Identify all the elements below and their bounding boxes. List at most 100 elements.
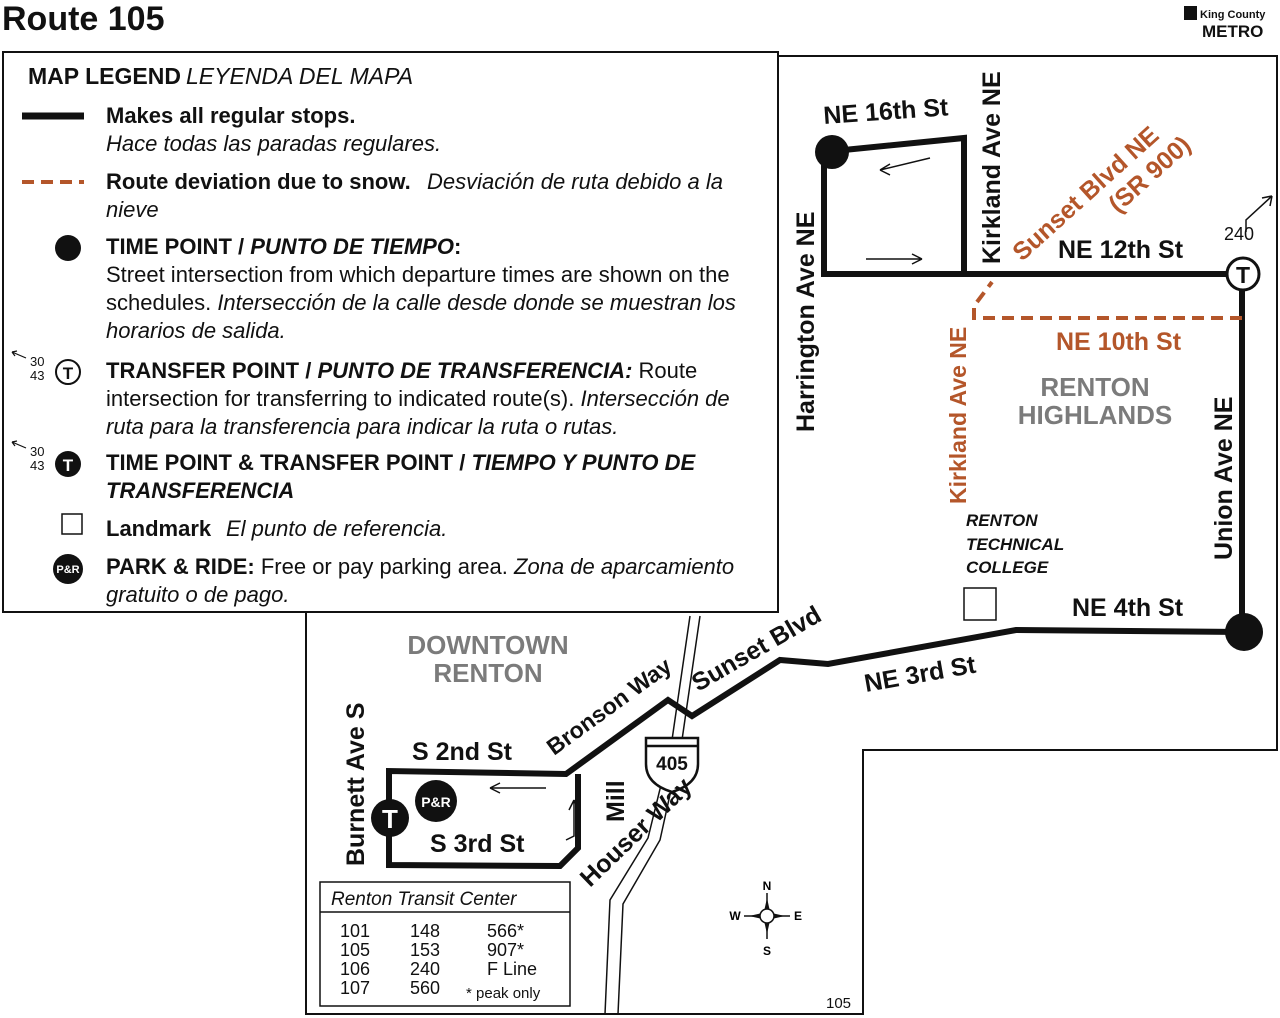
street-ne16: NE 16th St bbox=[822, 93, 949, 130]
i405-west-line bbox=[604, 615, 691, 1015]
street-burnett: Burnett Ave S bbox=[342, 703, 370, 866]
map-border bbox=[305, 55, 1278, 1015]
landmark-renton-technical-college bbox=[963, 587, 997, 621]
street-kirkland-north: Kirkland Ave NE bbox=[978, 71, 1006, 264]
route-240-label: 240 bbox=[1224, 224, 1254, 244]
area-downtown-1: DOWNTOWN bbox=[407, 630, 568, 660]
arrow-east-ne12 bbox=[866, 253, 923, 265]
arrow-west-s2 bbox=[489, 782, 546, 794]
legend-deviation: Route deviation due to snow. bbox=[106, 169, 411, 194]
map-legend: MAP LEGEND LEYENDA DEL MAPA Makes all re… bbox=[2, 51, 779, 613]
compass-s: S bbox=[763, 944, 771, 958]
agency-top-label: King County bbox=[1200, 9, 1266, 21]
legend-landmark-es: El punto de referencia. bbox=[226, 516, 447, 541]
svg-text:43: 43 bbox=[30, 368, 44, 383]
legend-time-transfer-es-2: TRANSFERENCIA bbox=[106, 478, 294, 503]
street-union: Union Ave NE bbox=[1210, 397, 1238, 560]
legend-park-ride: PARK & RIDE: Free or pay parking area. Z… bbox=[106, 554, 734, 579]
legend-transfer-desc-2: intersection for transferring to indicat… bbox=[106, 386, 730, 411]
park-ride-burnett: P&R bbox=[415, 780, 457, 822]
legend-title: MAP LEGEND bbox=[28, 63, 181, 89]
route-cell: F Line bbox=[487, 959, 537, 979]
legend-transfer-desc-3: ruta para la transferencia para indicar … bbox=[106, 414, 618, 439]
svg-text:RENTON: RENTON bbox=[966, 511, 1038, 530]
route-cell: 240 bbox=[410, 959, 440, 979]
street-sunset-blvd: Sunset Blvd bbox=[687, 601, 826, 697]
compass-icon: N S W E bbox=[729, 879, 802, 958]
compass-e: E bbox=[794, 909, 802, 923]
area-downtown-2: RENTON bbox=[433, 658, 542, 688]
i405-east-line bbox=[617, 615, 701, 1015]
route-cell: 105 bbox=[340, 940, 370, 960]
route-cell: * peak only bbox=[466, 985, 541, 1002]
agency-bottom-label: METRO bbox=[1202, 22, 1263, 41]
i405-number: 405 bbox=[656, 754, 688, 775]
svg-text:P&R: P&R bbox=[56, 564, 79, 576]
area-renton-highlands-2: HIGHLANDS bbox=[1018, 400, 1173, 430]
route-cell: 153 bbox=[410, 940, 440, 960]
street-ne4: NE 4th St bbox=[1072, 594, 1184, 622]
i405-shield: 405 bbox=[644, 736, 700, 794]
snow-deviation-line bbox=[972, 280, 1242, 320]
legend-time-transfer: TIME POINT & TRANSFER POINT / TIEMPO Y P… bbox=[106, 450, 696, 475]
svg-text:T: T bbox=[382, 804, 398, 834]
route-cell: 101 bbox=[340, 921, 370, 941]
legend-regular-stops-es: Hace todas las paradas regulares. bbox=[106, 131, 441, 156]
legend-time-point-desc-1: Street intersection from which departure… bbox=[106, 262, 730, 287]
street-harrington: Harrington Ave NE bbox=[792, 212, 820, 432]
route-cell: 148 bbox=[410, 921, 440, 941]
legend-time-point-desc-2: schedules. Intersección de la calle desd… bbox=[106, 290, 736, 315]
legend-park-ride-es-2: gratuito o de pago. bbox=[106, 582, 289, 607]
transit-center-routes: 101 148 566* 105 153 907* 106 240 F Line… bbox=[340, 921, 541, 1002]
direction-arrows bbox=[489, 157, 1273, 841]
arrow-west-ne16 bbox=[879, 157, 931, 176]
legend-transfer-symbol: 30 43 T bbox=[11, 350, 81, 385]
svg-text:T: T bbox=[63, 364, 74, 383]
legend-deviation-es-2: nieve bbox=[106, 197, 159, 222]
arrow-240-northeast bbox=[1245, 195, 1273, 232]
legend-park-ride-symbol: P&R bbox=[53, 554, 83, 584]
route-title: Route 105 bbox=[2, 0, 165, 38]
landmark-label: RENTON TECHNICAL COLLEGE bbox=[966, 511, 1064, 577]
street-kirkland-south: Kirkland Ave NE bbox=[945, 327, 971, 504]
route-cell: 107 bbox=[340, 978, 370, 998]
route-cell: 907* bbox=[487, 940, 524, 960]
legend-transfer-point: TRANSFER POINT / PUNTO DE TRANSFERENCIA:… bbox=[106, 358, 697, 383]
legend-time-point-symbol bbox=[55, 235, 81, 261]
svg-text:TECHNICAL: TECHNICAL bbox=[966, 535, 1064, 554]
route-cell: 106 bbox=[340, 959, 370, 979]
street-ne12: NE 12th St bbox=[1058, 236, 1184, 264]
route-cell: 560 bbox=[410, 978, 440, 998]
time-point-ne16 bbox=[815, 135, 849, 169]
svg-text:T: T bbox=[63, 456, 74, 475]
svg-text:30: 30 bbox=[30, 354, 44, 369]
legend-landmark-symbol bbox=[61, 513, 83, 535]
time-transfer-point-burnett: T bbox=[371, 799, 409, 837]
svg-text:P&R: P&R bbox=[421, 794, 451, 810]
route-line bbox=[386, 134, 1245, 870]
svg-text:43: 43 bbox=[30, 458, 44, 473]
street-ne3: NE 3rd St bbox=[862, 651, 978, 698]
compass-n: N bbox=[763, 879, 772, 893]
transit-center-box: Renton Transit Center 101 148 566* 105 1… bbox=[319, 881, 571, 1007]
time-point-ne4 bbox=[1225, 613, 1263, 651]
transit-center-title: Renton Transit Center bbox=[331, 889, 517, 910]
svg-text:COLLEGE: COLLEGE bbox=[966, 558, 1049, 577]
legend-time-point: TIME POINT / PUNTO DE TIEMPO: bbox=[106, 234, 461, 259]
transfer-t-symbol: T bbox=[1236, 262, 1250, 288]
area-renton-highlands-1: RENTON bbox=[1040, 372, 1149, 402]
street-ne10: NE 10th St bbox=[1056, 328, 1182, 356]
street-s3: S 3rd St bbox=[430, 830, 525, 858]
street-mill: Mill bbox=[602, 780, 630, 822]
route-cell: 566* bbox=[487, 921, 524, 941]
legend-time-transfer-symbol: 30 43 T bbox=[11, 440, 81, 477]
footer-route-number: 105 bbox=[826, 995, 851, 1012]
legend-deviation-es-1: Desviación de ruta debido a la bbox=[427, 169, 723, 194]
svg-text:30: 30 bbox=[30, 444, 44, 459]
legend-title-es: LEYENDA DEL MAPA bbox=[186, 63, 413, 89]
compass-w: W bbox=[729, 909, 741, 923]
street-s2: S 2nd St bbox=[412, 738, 513, 766]
king-county-metro-logo: King County METRO bbox=[1184, 6, 1266, 41]
arrow-north-mill bbox=[565, 799, 580, 841]
